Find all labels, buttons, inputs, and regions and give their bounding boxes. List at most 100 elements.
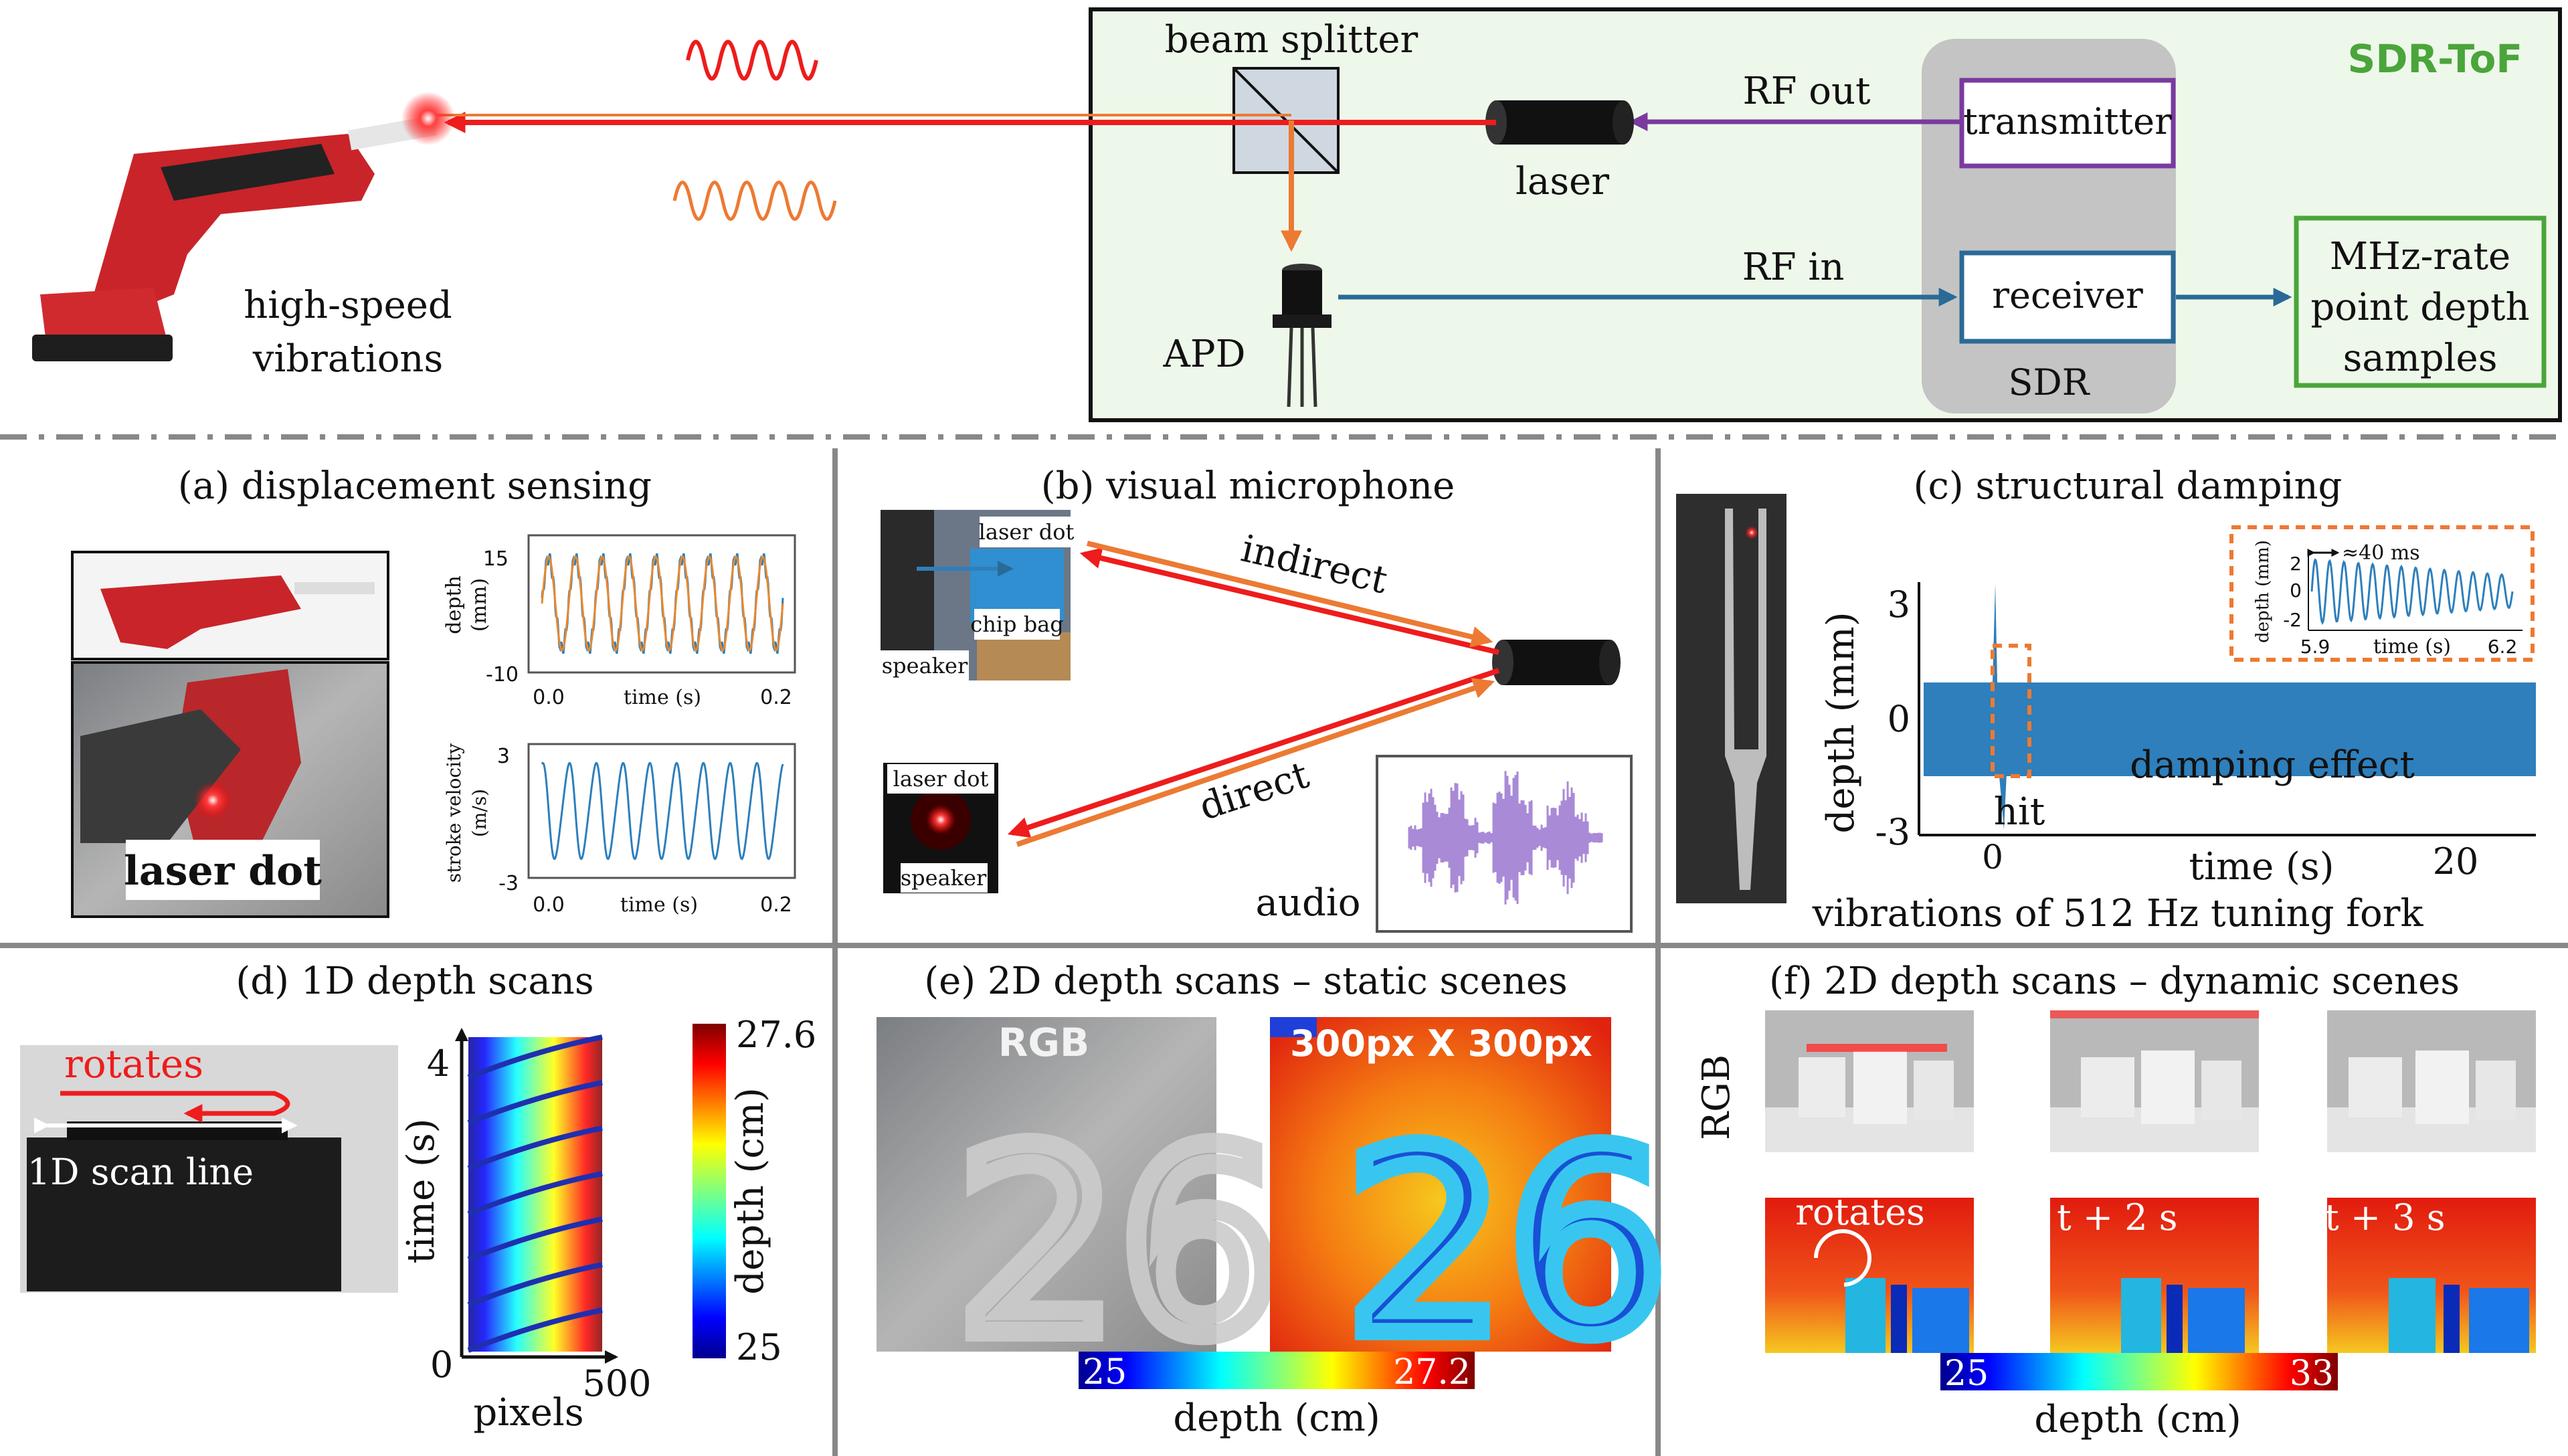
rgb-photo-26: 26 <box>957 1095 1281 1392</box>
c-caption: vibrations of 512 Hz tuning fork <box>1812 892 2424 935</box>
depth-plot-ylabel-1: depth <box>442 575 466 634</box>
d-xlabel: pixels <box>473 1391 583 1435</box>
top-section: SDR-ToF SDR transmitter receiver MHz-rat… <box>32 9 2560 420</box>
panel-c: (c) structural damping 3 0 -3 depth (mm)… <box>1676 464 2536 935</box>
inset-xtick-left: 5.9 <box>2300 636 2330 658</box>
damping-label: damping effect <box>2130 743 2415 787</box>
depth-plot-ytick-top: 15 <box>483 547 509 571</box>
rf-out-label: RF out <box>1742 70 1871 113</box>
c-ytick-m3: -3 <box>1875 811 1910 853</box>
c-xtick-20: 20 <box>2433 840 2479 883</box>
panel-d-title: (d) 1D depth scans <box>236 960 593 1003</box>
d-xtick-left: 0 <box>430 1344 453 1386</box>
audio-label: audio <box>1256 881 1361 925</box>
speaker-label-top: speaker <box>882 653 968 678</box>
hit-label: hit <box>1994 790 2045 834</box>
panel-a-title: (a) displacement sensing <box>178 464 652 508</box>
inset-ytick-2: 2 <box>2290 553 2302 575</box>
panel-e: (e) 2D depth scans – static scenes 26 RG… <box>877 960 1669 1440</box>
depth-26: 26 <box>1345 1095 1669 1392</box>
inset-xlabel: time (s) <box>2373 635 2451 658</box>
inset-ytick-m2: -2 <box>2283 609 2302 631</box>
apd-label: APD <box>1162 333 1245 376</box>
panel-d: (d) 1D depth scans rotates 1D scan line … <box>20 960 816 1435</box>
beam-splitter-label: beam splitter <box>1165 18 1418 62</box>
d-xtick-right: 500 <box>582 1362 651 1404</box>
d-colorbar <box>693 1024 726 1358</box>
vibrations-line2: vibrations <box>252 337 443 381</box>
laser-dot-label-b2: laser dot <box>893 766 989 792</box>
c-xtick-0: 0 <box>1982 838 2003 877</box>
1d-scan-image <box>468 1037 602 1352</box>
panel-a: (a) displacement sensing laser dot 15 -1… <box>72 464 795 917</box>
velocity-plot-ylabel-1: stroke velocity <box>443 743 465 883</box>
receiver-label: receiver <box>1992 274 2143 316</box>
rgb-frame-1 <box>1765 1010 1974 1152</box>
velocity-plot-xtick-right: 0.2 <box>760 893 792 917</box>
d-ytick-top: 4 <box>427 1042 450 1085</box>
inset-period: ≈40 ms <box>2342 541 2420 565</box>
rgb-frame-3 <box>2327 1010 2536 1152</box>
resolution-label: 300px X 300px <box>1290 1022 1592 1065</box>
speaker-label-bottom: speaker <box>901 865 987 891</box>
velocity-plot-ytick-bottom: -3 <box>498 872 519 895</box>
depth-plot-xlabel: time (s) <box>624 686 701 709</box>
transmitter-label: transmitter <box>1963 100 2172 143</box>
velocity-plot-ytick-top: 3 <box>497 745 510 768</box>
sdr-label: SDR <box>2009 361 2090 403</box>
inset-xtick-right: 6.2 <box>2488 636 2518 658</box>
rotates-label-d: rotates <box>64 1041 203 1087</box>
sdr-tof-label: SDR-ToF <box>2348 36 2523 82</box>
panel-f: (f) 2D depth scans – dynamic scenes RGB <box>1695 960 2536 1441</box>
panel-f-title: (f) 2D depth scans – dynamic scenes <box>1769 960 2460 1003</box>
output-line3: samples <box>2343 337 2498 380</box>
f-cbar-max: 33 <box>2290 1354 2334 1394</box>
e-cbar-min: 25 <box>1083 1352 1127 1392</box>
depth-plot-xtick-right: 0.2 <box>760 686 792 709</box>
rgb-label-f: RGB <box>1695 1055 1738 1140</box>
inset-ytick-0: 0 <box>2290 579 2302 602</box>
chip-bag-label: chip bag <box>970 612 1063 637</box>
velocity-plot-ylabel-2: (m/s) <box>468 789 490 837</box>
d-cbar-min: 25 <box>736 1326 782 1368</box>
laser-dot-label-a: laser dot <box>124 848 322 895</box>
depth-plot-ylabel-2: (mm) <box>468 578 491 632</box>
f-colorbar <box>1940 1353 2338 1390</box>
indirect-label: indirect <box>1237 527 1392 602</box>
vibrations-line1: high-speed <box>244 284 452 327</box>
output-line1: MHz-rate <box>2330 235 2510 278</box>
rgb-frame-2 <box>2050 1010 2259 1152</box>
d-ylabel: time (s) <box>399 1119 443 1264</box>
d-cbar-label: depth (cm) <box>729 1087 772 1294</box>
depth-plot-xtick-left: 0.0 <box>533 686 565 709</box>
t2-label: t + 2 s <box>2057 1196 2178 1239</box>
rotates-label-f: rotates <box>1795 1191 1925 1233</box>
velocity-plot-xtick-left: 0.0 <box>533 893 565 917</box>
e-cbar-label: depth (cm) <box>1173 1396 1380 1440</box>
output-line2: point depth <box>2310 286 2529 329</box>
depth-plot-ytick-bottom: -10 <box>486 663 519 687</box>
c-ytick-0: 0 <box>1888 698 1910 740</box>
laser-label: laser <box>1516 160 1609 203</box>
t3-label: t + 3 s <box>2324 1196 2446 1239</box>
scan-line-label: 1D scan line <box>27 1151 254 1193</box>
c-xlabel: time (s) <box>2189 845 2334 889</box>
panel-e-title: (e) 2D depth scans – static scenes <box>924 960 1567 1003</box>
panel-c-title: (c) structural damping <box>1914 464 2343 508</box>
d-cbar-max: 27.6 <box>736 1014 816 1056</box>
inset-ylabel: depth (mm) <box>2253 540 2273 643</box>
rf-in-label: RF in <box>1742 246 1845 289</box>
c-ylabel: depth (mm) <box>1819 612 1863 833</box>
red-wave <box>688 42 816 79</box>
c-ytick-3: 3 <box>1888 583 1910 626</box>
panel-b: (b) visual microphone laser dot chip bag… <box>881 464 1631 931</box>
laser-device-b <box>1492 640 1621 685</box>
laser-device <box>1485 100 1634 145</box>
orange-wave <box>674 183 835 219</box>
f-cbar-label: depth (cm) <box>2034 1398 2241 1441</box>
laser-dot-label-b1: laser dot <box>979 519 1075 545</box>
f-cbar-min: 25 <box>1944 1354 1989 1394</box>
e-cbar-max: 27.2 <box>1393 1352 1471 1392</box>
velocity-plot-xlabel: time (s) <box>620 893 698 917</box>
